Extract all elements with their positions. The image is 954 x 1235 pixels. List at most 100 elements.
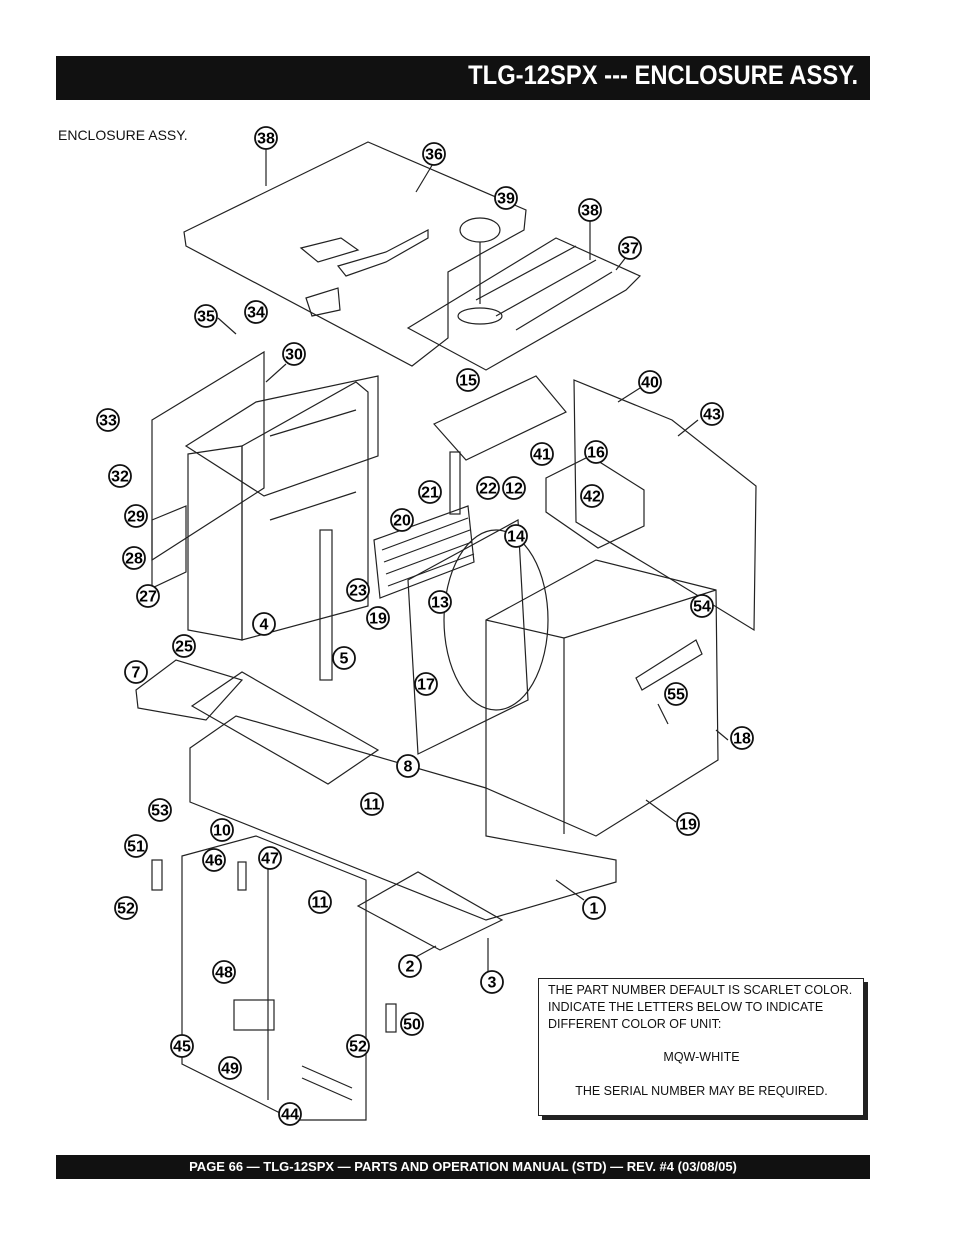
callout-number: 10	[213, 823, 231, 840]
callout-number: 48	[215, 965, 233, 982]
callout-bubble: 52	[114, 896, 138, 920]
callout-number: 4	[260, 617, 269, 634]
footer-text: PAGE 66 — TLG-12SPX — PARTS AND OPERATIO…	[189, 1159, 737, 1174]
callout-bubble: 2	[398, 954, 422, 978]
callout-number: 39	[497, 191, 515, 208]
callout-bubble: 49	[218, 1056, 242, 1080]
callout-bubble: 55	[664, 682, 688, 706]
note-color-code: MQW-WHITE	[663, 1050, 740, 1064]
callout-bubble: 38	[578, 198, 602, 222]
callout-number: 35	[197, 309, 215, 326]
callout-number: 32	[111, 469, 129, 486]
note-line: INDICATE THE LETTERS BELOW TO INDICATE	[548, 1000, 824, 1014]
callout-number: 25	[175, 639, 193, 656]
callout-bubble: 34	[244, 300, 268, 324]
callout-bubble: 39	[494, 186, 518, 210]
callout-bubble: 12	[502, 476, 526, 500]
callout-bubble: 53	[148, 798, 172, 822]
roof-top-panel	[406, 237, 642, 371]
diagram-linework	[135, 141, 757, 1121]
radiator	[373, 505, 475, 599]
callout-number: 30	[285, 347, 303, 364]
callout-bubble: 8	[396, 754, 420, 778]
callout-number: 5	[340, 651, 349, 668]
note-line: THE PART NUMBER DEFAULT IS SCARLET COLOR…	[548, 983, 853, 997]
callout-bubble: 19	[366, 606, 390, 630]
callout-number: 18	[733, 731, 751, 748]
callout-bubble: 29	[124, 504, 148, 528]
callout-number: 45	[173, 1039, 191, 1056]
callout-number: 38	[581, 203, 599, 220]
callout-bubble: 42	[580, 484, 604, 508]
access-door	[181, 835, 367, 1121]
callout-number: 41	[533, 447, 551, 464]
callout-number: 40	[641, 375, 659, 392]
callout-number: 19	[369, 611, 387, 628]
callout-number: 51	[127, 839, 145, 856]
callout-number: 55	[667, 687, 685, 704]
callout-bubble: 37	[618, 236, 642, 260]
callout-number: 12	[505, 481, 523, 498]
callout-bubble: 20	[390, 508, 414, 532]
callout-bubble: 14	[504, 524, 528, 548]
callout-bubble: 35	[194, 304, 218, 328]
callout-bubble: 1	[582, 896, 606, 920]
callout-bubble: 3	[480, 970, 504, 994]
page-title: TLG-12SPX --- ENCLOSURE ASSY.	[468, 60, 858, 90]
callout-number: 23	[349, 583, 367, 600]
roof-panel	[183, 141, 527, 367]
radiator-cap	[459, 217, 501, 243]
callout-bubble: 28	[122, 546, 146, 570]
callout-bubble: 11	[308, 890, 332, 914]
callout-bubble: 33	[96, 408, 120, 432]
callout-bubble: 4	[252, 612, 276, 636]
callout-number: 47	[261, 851, 279, 868]
callout-bubble: 32	[108, 464, 132, 488]
callout-number: 22	[479, 481, 497, 498]
callout-bubble: 16	[584, 440, 608, 464]
callout-number: 20	[393, 513, 411, 530]
callout-number: 34	[247, 305, 265, 322]
callout-number: 17	[417, 677, 435, 694]
callout-number: 33	[99, 413, 117, 430]
callout-number: 19	[679, 817, 697, 834]
callout-number: 36	[425, 147, 443, 164]
callout-bubble: 44	[278, 1102, 302, 1126]
callout-bubble: 25	[172, 634, 196, 658]
callout-number: 46	[205, 853, 223, 870]
callout-bubble: 21	[418, 480, 442, 504]
callout-number: 8	[404, 759, 413, 776]
callout-number: 15	[459, 373, 477, 390]
callout-bubble: 47	[258, 846, 282, 870]
callout-bubble: 7	[124, 660, 148, 684]
callout-number: 7	[132, 665, 141, 682]
note-line: DIFFERENT COLOR OF UNIT:	[548, 1017, 722, 1031]
callout-bubble: 43	[700, 402, 724, 426]
fan-shroud	[407, 519, 529, 755]
callout-bubble: 11	[360, 792, 384, 816]
callout-bubble: 27	[136, 584, 160, 608]
callout-number: 37	[621, 241, 639, 258]
page-footer: PAGE 66 — TLG-12SPX — PARTS AND OPERATIO…	[56, 1155, 870, 1179]
callout-number: 42	[583, 489, 601, 506]
callout-bubble: 51	[124, 834, 148, 858]
callout-bubble: 19	[676, 812, 700, 836]
callout-bubble: 52	[346, 1034, 370, 1058]
callout-number: 14	[507, 529, 525, 546]
callout-number: 43	[703, 407, 721, 424]
callout-bubble: 10	[210, 818, 234, 842]
callout-number: 11	[312, 895, 329, 912]
callout-number: 54	[693, 599, 711, 616]
callout-bubble: 30	[282, 342, 306, 366]
callout-bubble: 41	[530, 442, 554, 466]
page-header: TLG-12SPX --- ENCLOSURE ASSY.	[56, 56, 870, 100]
callout-bubble: 48	[212, 960, 236, 984]
callout-bubble: 17	[414, 672, 438, 696]
color-note-box: THE PART NUMBER DEFAULT IS SCARLET COLOR…	[538, 978, 864, 1116]
callout-bubble: 22	[476, 476, 500, 500]
callout-bubble: 5	[332, 646, 356, 670]
callout-number: 50	[403, 1017, 421, 1034]
